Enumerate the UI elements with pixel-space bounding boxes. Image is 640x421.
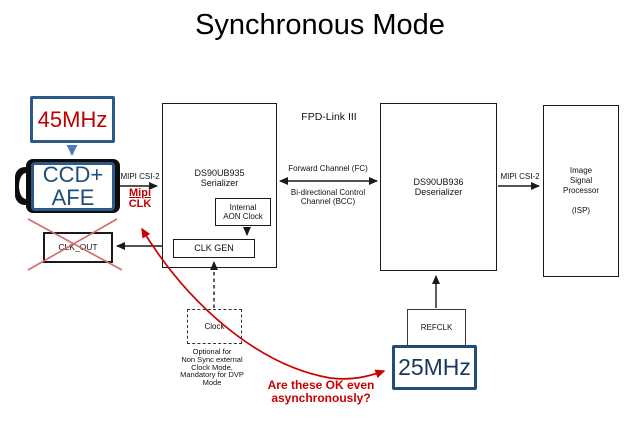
refclk-block: REFCLK	[407, 309, 466, 346]
mipi-csi2-left-label: MIPI CSI-2	[120, 172, 160, 181]
clk-gen-label: CLK GEN	[194, 243, 234, 254]
ccd-afe-line1: CCD+	[42, 162, 104, 188]
osc-25mhz-block: 25MHz	[392, 345, 477, 390]
aon-line2: AON Clock	[223, 212, 263, 221]
serializer-line2: Serializer	[200, 178, 239, 189]
ccd-afe-block: CCD+ AFE	[31, 162, 115, 211]
isp-line1: Image	[569, 166, 593, 175]
osc-45mhz-label: 45MHz	[37, 106, 108, 132]
clk-gen-block: CLK GEN	[173, 239, 255, 258]
deserializer-line2: Deserializer	[414, 187, 463, 197]
question-line2: asynchronously?	[271, 390, 371, 405]
mipi-csi2-right-label: MIPI CSI-2	[500, 172, 540, 181]
ccd-afe-line2: AFE	[51, 184, 95, 210]
isp-line3: Processor	[562, 186, 599, 195]
isp-line2: Signal	[569, 176, 593, 185]
isp-abbrev: (ISP)	[571, 206, 591, 215]
osc-45mhz-block: 45MHz	[30, 96, 115, 143]
bcc-label: Bi-directional Control Channel (BCC)	[268, 188, 388, 206]
bcc-line2: Channel (BCC)	[300, 197, 356, 207]
question-line1: Are these OK even	[267, 378, 375, 392]
mipi-clk-line1: Mipi	[129, 187, 151, 199]
forward-channel-label: Forward Channel (FC)	[288, 164, 368, 173]
external-clock-block: Clock	[187, 309, 242, 344]
page-title: Synchronous Mode	[195, 9, 445, 41]
clk-out-block: CLK_OUT	[43, 232, 113, 263]
serializer-line1: DS90UB935	[194, 168, 245, 178]
internal-aon-clock-block: Internal AON Clock	[215, 198, 271, 226]
deserializer-block: DS90UB936 Deserializer	[380, 103, 497, 271]
isp-block: Image Signal Processor (ISP)	[543, 105, 619, 277]
mipi-clk-label: Mipi CLK	[120, 188, 160, 210]
bcc-line1: Bi-directional Control	[290, 188, 366, 197]
external-clock-label: Clock	[204, 321, 225, 331]
osc-25mhz-label: 25MHz	[398, 354, 471, 380]
mipi-clk-line2: CLK	[128, 198, 152, 210]
deserializer-line1: DS90UB936	[413, 176, 464, 187]
fpd-link-label: FPD-Link III	[301, 111, 357, 123]
async-question-label: Are these OK even asynchronously?	[251, 379, 391, 404]
clk-out-label: CLK_OUT	[58, 241, 98, 252]
note-line5: Mode	[202, 378, 222, 388]
aon-line1: Internal	[229, 202, 257, 212]
refclk-label: REFCLK	[420, 322, 453, 332]
